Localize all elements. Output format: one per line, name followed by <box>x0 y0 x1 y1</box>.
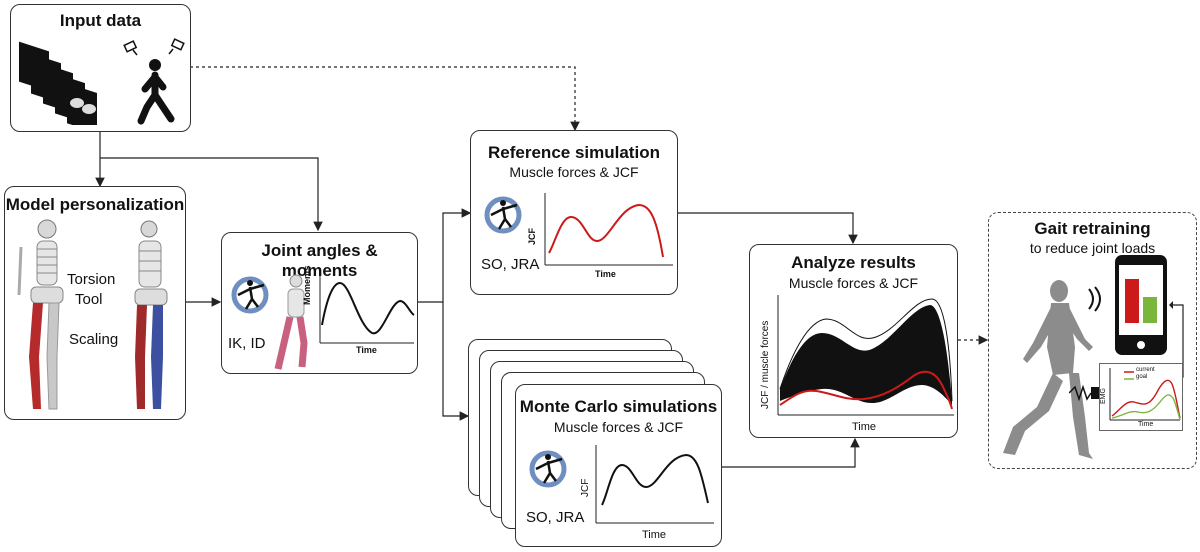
reference-time-axis-label: Time <box>595 269 616 279</box>
reference-simulation-title: Reference simulation <box>488 143 660 162</box>
montecarlo-jcf-axis-label: JCF <box>580 478 591 497</box>
reference-methods-label: SO, JRA <box>481 256 540 273</box>
opensim-logo-icon <box>231 276 269 314</box>
montecarlo-title: Monte Carlo simulations <box>519 397 718 416</box>
montecarlo-jcf-chart <box>595 445 714 524</box>
montecarlo-simulation-box: Monte Carlo simulations Muscle forces & … <box>515 384 722 547</box>
gait-retraining-subtitle: to reduce joint loads <box>1029 240 1156 256</box>
montecarlo-jcf-curve <box>601 453 709 506</box>
emg-goal-curve <box>1111 394 1181 421</box>
torsion-label: Torsion <box>67 271 116 288</box>
arrow-joint-to-reference <box>418 208 472 303</box>
gait-retraining-title: Gait retraining <box>1034 219 1151 238</box>
montecarlo-subtitle: Muscle forces & JCF <box>553 419 684 435</box>
model-personalization-box: Model personalization Torsion Tool Scali… <box>4 186 186 420</box>
reference-jcf-chart <box>544 193 673 266</box>
joint-angles-box: Joint angles & moments IK, ID Moments Ti… <box>221 232 418 374</box>
analyze-time-axis-label: Time <box>852 421 877 433</box>
legend-current-label: current <box>1136 367 1155 373</box>
input-data-title: Input data <box>59 11 142 30</box>
arrow-joint-to-montecarlo <box>442 302 470 421</box>
opensim-logo-icon <box>529 450 567 488</box>
monte-carlo-curve-band <box>780 305 952 405</box>
montecarlo-time-axis-label: Time <box>642 529 667 541</box>
opensim-logo-icon <box>484 196 522 234</box>
emg-sensor-icon <box>1069 384 1101 402</box>
emg-chart-panel: current goal EMG Time <box>1099 363 1183 431</box>
mri-stack-icon <box>19 41 97 125</box>
arrow-input-to-reference <box>190 66 580 132</box>
musculoskeletal-figure <box>274 274 308 370</box>
skeleton-model-right <box>134 220 168 409</box>
emg-chart <box>1109 368 1181 421</box>
analyze-results-title: Analyze results <box>791 253 916 272</box>
emg-axis-label: EMG <box>1100 388 1107 404</box>
legend-goal-label: goal <box>1136 374 1148 380</box>
analyze-results-chart <box>777 295 954 416</box>
smartphone-feedback-icon <box>1115 255 1167 355</box>
arrow-input-to-joint <box>100 157 323 232</box>
reference-simulation-subtitle: Muscle forces & JCF <box>509 164 639 180</box>
joint-time-axis-label: Time <box>356 345 377 355</box>
sensor-waves-icon <box>1088 286 1101 312</box>
reference-jcf-axis-label: JCF <box>527 227 537 245</box>
analyze-results-subtitle: Muscle forces & JCF <box>788 275 919 291</box>
reference-simulation-box: Reference simulation Muscle forces & JCF… <box>470 130 678 295</box>
input-data-box: Input data <box>10 4 191 132</box>
scaling-label: Scaling <box>69 331 119 348</box>
reference-jcf-curve <box>548 203 664 258</box>
ik-id-label: IK, ID <box>228 335 266 352</box>
monte-carlo-curves-upper <box>779 298 953 402</box>
moments-axis-label: Moments <box>302 265 312 305</box>
reference-curve-red <box>779 370 953 410</box>
moments-chart <box>319 275 415 344</box>
moments-curve <box>321 281 415 335</box>
arrow-reference-to-analyze <box>678 212 858 245</box>
arrow-montecarlo-to-analyze <box>722 437 860 468</box>
walking-person-icon <box>123 38 185 125</box>
skeleton-model-left <box>17 219 64 410</box>
emg-time-axis-label: Time <box>1138 421 1154 428</box>
model-personalization-title: Model personalization <box>5 195 185 214</box>
montecarlo-methods-label: SO, JRA <box>526 509 585 526</box>
walking-figure-icon <box>1003 280 1093 459</box>
analyze-results-box: Analyze results Muscle forces & JCF JCF … <box>749 244 958 438</box>
gait-retraining-box: Gait retraining to reduce joint loads <box>988 212 1197 469</box>
joint-angles-title: Joint angles & moments <box>261 241 378 280</box>
emg-current-curve <box>1111 379 1181 419</box>
analyze-y-axis-label: JCF / muscle forces <box>760 320 771 409</box>
tool-label: Tool <box>75 291 103 308</box>
